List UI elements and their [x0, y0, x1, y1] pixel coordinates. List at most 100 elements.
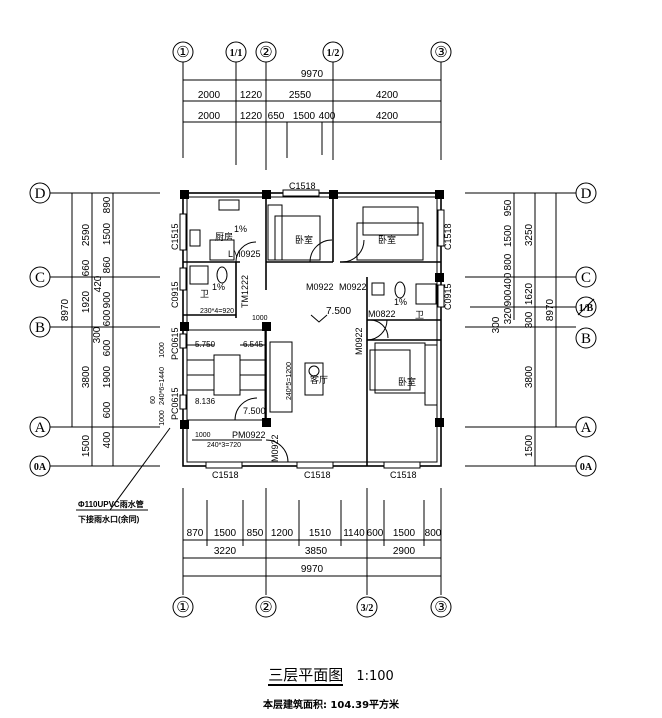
svg-text:A: A — [35, 420, 46, 436]
svg-text:4200: 4200 — [376, 111, 399, 122]
room-bath-left: 卫 — [200, 289, 209, 299]
svg-text:0A: 0A — [580, 462, 593, 473]
svg-text:870: 870 — [187, 528, 204, 539]
svg-text:Φ110UPVC雨水管: Φ110UPVC雨水管 — [78, 499, 144, 509]
svg-text:1%: 1% — [212, 282, 225, 292]
svg-text:PC0615: PC0615 — [170, 327, 180, 360]
svg-text:M0922: M0922 — [354, 327, 364, 355]
bottom-dims-row2: 3220 3850 2900 9970 — [214, 546, 416, 575]
svg-text:M0922: M0922 — [339, 282, 367, 292]
axis-1-1: 1/1 — [230, 48, 243, 59]
left-axes — [29, 182, 160, 477]
svg-text:8970: 8970 — [545, 298, 556, 321]
svg-text:C1518: C1518 — [443, 223, 453, 250]
columns — [180, 190, 444, 429]
svg-text:2590: 2590 — [81, 223, 92, 246]
svg-text:300: 300 — [524, 311, 535, 328]
axis-2: ② — [259, 45, 272, 61]
svg-text:C0915: C0915 — [170, 281, 180, 308]
svg-text:240*3=720: 240*3=720 — [207, 442, 241, 449]
svg-text:1500: 1500 — [293, 111, 316, 122]
svg-text:8.136: 8.136 — [195, 397, 216, 406]
top-dims-row1: 2000 1220 2550 4200 — [198, 90, 399, 101]
bottom-dims-lines — [172, 488, 452, 618]
stair — [186, 329, 293, 441]
svg-text:1%: 1% — [394, 297, 407, 307]
svg-text:6.545: 6.545 — [243, 340, 264, 349]
svg-text:PC0615: PC0615 — [170, 387, 180, 420]
axis-1-2: 1/2 — [327, 48, 340, 59]
svg-text:240*5=1200: 240*5=1200 — [286, 362, 293, 400]
svg-text:3800: 3800 — [524, 365, 535, 388]
svg-text:C: C — [581, 270, 591, 286]
room-bath-right: 卫 — [415, 310, 424, 320]
svg-text:660: 660 — [81, 259, 92, 276]
windows — [179, 189, 445, 469]
furniture — [189, 199, 438, 406]
svg-text:950: 950 — [503, 199, 514, 216]
svg-text:5.750: 5.750 — [195, 340, 216, 349]
svg-text:B: B — [35, 320, 45, 336]
svg-text:400: 400 — [102, 431, 113, 448]
svg-text:C: C — [35, 270, 45, 286]
svg-text:800: 800 — [503, 253, 514, 270]
svg-text:890: 890 — [102, 196, 113, 213]
top-dims-row2: 2000 1220 650 1500 400 4200 — [198, 111, 399, 122]
svg-text:1510: 1510 — [309, 528, 332, 539]
top-axes — [172, 41, 452, 170]
svg-text:C1518: C1518 — [289, 181, 316, 191]
svg-text:C1518: C1518 — [304, 470, 331, 480]
svg-text:0A: 0A — [34, 462, 47, 473]
svg-text:3/2: 3/2 — [361, 603, 374, 614]
svg-text:650: 650 — [268, 111, 285, 122]
svg-text:400: 400 — [503, 272, 514, 289]
svg-text:C1515: C1515 — [170, 223, 180, 250]
svg-text:400: 400 — [319, 111, 336, 122]
bottom-axis-labels: ① ② 3/2 ③ — [176, 600, 447, 616]
svg-text:300: 300 — [491, 316, 502, 333]
svg-text:1000: 1000 — [252, 315, 268, 322]
left-dims: 8970 2590 1920 3800 1500 890 1500 860 66… — [60, 196, 113, 457]
floor-area: 本层建筑面积: 104.39平方米 — [262, 700, 400, 711]
svg-text:600: 600 — [367, 528, 384, 539]
svg-text:C1518: C1518 — [390, 470, 417, 480]
svg-text:900: 900 — [503, 289, 514, 306]
svg-text:C0915: C0915 — [443, 283, 453, 310]
svg-text:4200: 4200 — [376, 90, 399, 101]
svg-text:240*6=1440: 240*6=1440 — [159, 367, 166, 405]
svg-text:2550: 2550 — [289, 90, 312, 101]
dim-total-top: 9970 — [301, 69, 324, 80]
elevation-marker — [310, 314, 328, 323]
svg-text:1500: 1500 — [102, 222, 113, 245]
svg-text:C1518: C1518 — [212, 470, 239, 480]
svg-text:900: 900 — [102, 291, 113, 308]
svg-text:A: A — [581, 420, 592, 436]
svg-text:1200: 1200 — [271, 528, 294, 539]
svg-text:1500: 1500 — [393, 528, 416, 539]
svg-text:1/B: 1/B — [579, 303, 594, 314]
svg-text:PM0922: PM0922 — [232, 430, 266, 440]
svg-text:800: 800 — [425, 528, 442, 539]
svg-text:1500: 1500 — [524, 434, 535, 457]
right-dims: 8970 3250 1620 300 3800 1500 950 1500 80… — [491, 199, 556, 457]
svg-text:300: 300 — [92, 326, 103, 343]
pipe-note: Φ110UPVC雨水管 下接雨水口(余同) — [76, 499, 148, 524]
pipe-leader — [109, 427, 171, 511]
svg-text:1%: 1% — [234, 224, 247, 234]
right-axes — [465, 182, 597, 477]
svg-text:M0822: M0822 — [368, 309, 396, 319]
title-name: 三层平面图 — [268, 666, 344, 686]
room-kitchen: 厨房 — [215, 231, 233, 242]
svg-text:7.500: 7.500 — [326, 306, 351, 317]
title-scale: 1:100 — [356, 669, 394, 684]
svg-text:1220: 1220 — [240, 90, 263, 101]
svg-text:1500: 1500 — [81, 434, 92, 457]
room-bedroom-3: 卧室 — [398, 376, 416, 387]
svg-text:9970: 9970 — [301, 564, 324, 575]
svg-text:B: B — [581, 331, 591, 347]
doors — [234, 239, 389, 463]
svg-text:1220: 1220 — [240, 111, 263, 122]
svg-text:D: D — [35, 186, 46, 202]
svg-text:3250: 3250 — [524, 223, 535, 246]
